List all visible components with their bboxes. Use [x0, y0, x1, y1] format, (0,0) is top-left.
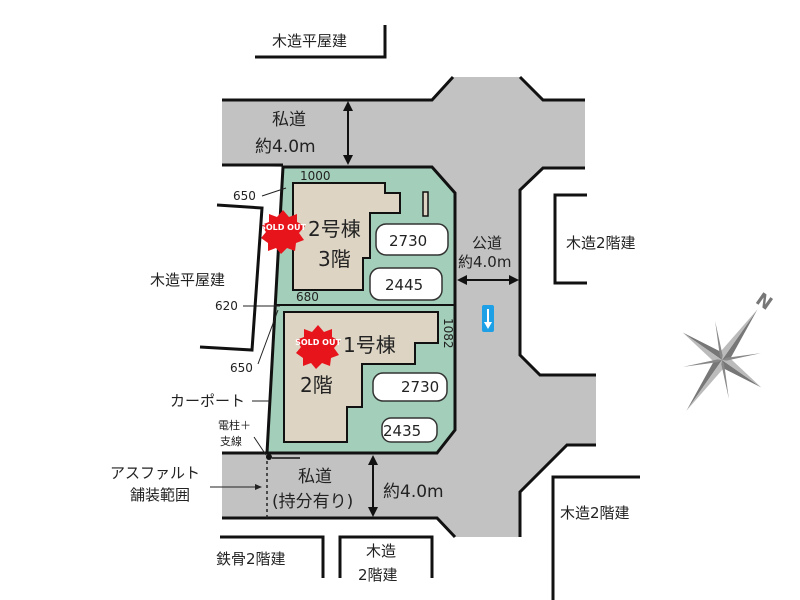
- svg-text:SOLD OUT: SOLD OUT: [260, 223, 306, 232]
- bottom-road-width-arrow: [368, 455, 378, 517]
- public-road-width-arrow: [457, 275, 519, 285]
- asphalt-label-1: アスファルト: [110, 464, 200, 482]
- car-icon: [372, 372, 448, 402]
- storage-shed: [422, 191, 429, 217]
- building-2-name: 2号棟: [308, 217, 361, 241]
- parking-dim: 2730: [401, 378, 439, 396]
- building-1-name: 1号棟: [343, 333, 396, 357]
- neighbor-bottom-center-2: 2階建: [358, 566, 398, 584]
- neighbor-left: 木造平屋建: [150, 271, 225, 289]
- compass-rose-icon: [682, 309, 762, 411]
- building-2-footprint: [292, 182, 401, 291]
- parking-dim: 2435: [383, 422, 421, 440]
- neighbor-outlines: [199, 25, 640, 600]
- sold-out-badge: SOLD OUT: [295, 325, 341, 369]
- neighbor-right: 木造2階建: [566, 234, 636, 252]
- bottom-road-note: (持分有り): [272, 492, 353, 512]
- public-road-label: 公道: [472, 234, 502, 252]
- pole-label-2: 支線: [220, 434, 242, 448]
- sold-out-badge: SOLD OUT: [260, 210, 306, 254]
- asphalt-label-2: 舗装範囲: [130, 486, 190, 504]
- dim-1000: 1000: [300, 169, 331, 183]
- carport-label: カーポート: [170, 392, 245, 410]
- building-2-floors: 3階: [318, 247, 351, 271]
- pole-label-1: 電柱＋: [218, 418, 251, 432]
- car-icon: [381, 417, 438, 443]
- parking-dim: 2730: [389, 232, 427, 250]
- public-road-width: 約4.0m: [458, 253, 511, 271]
- car-icon: [375, 223, 449, 256]
- bottom-road-width: 約4.0m: [383, 482, 444, 502]
- dim-650-mid: 650: [230, 361, 253, 375]
- top-road-width-arrow: [343, 101, 353, 165]
- road-edges: [222, 75, 596, 539]
- bottom-road-label: 私道: [298, 467, 332, 487]
- car-icon: [369, 267, 443, 301]
- svg-text:SOLD OUT: SOLD OUT: [295, 338, 341, 347]
- dim-650-top: 650: [233, 189, 256, 203]
- neighbor-top: 木造平屋建: [272, 32, 347, 50]
- neighbor-bottom-left: 鉄骨2階建: [216, 550, 286, 568]
- top-road-width: 約4.0m: [255, 137, 316, 157]
- road-top-band: [222, 100, 440, 165]
- utility-pole: [266, 454, 272, 460]
- dim-680: 680: [296, 290, 319, 304]
- one-way-arrow-sign: [482, 305, 494, 332]
- dim-620: 620: [215, 299, 238, 313]
- neighbor-bottom-center-1: 木造: [366, 542, 396, 560]
- asphalt-arrow: [210, 484, 262, 490]
- compass-north-label: N: [752, 289, 776, 315]
- parking-cars: [369, 223, 449, 443]
- neighbor-bottom-right: 木造2階建: [560, 504, 630, 522]
- top-road-label: 私道: [272, 110, 306, 130]
- dim-1082: 1082: [441, 318, 455, 349]
- building-1-floors: 2階: [300, 373, 333, 397]
- parking-dim: 2445: [385, 276, 423, 294]
